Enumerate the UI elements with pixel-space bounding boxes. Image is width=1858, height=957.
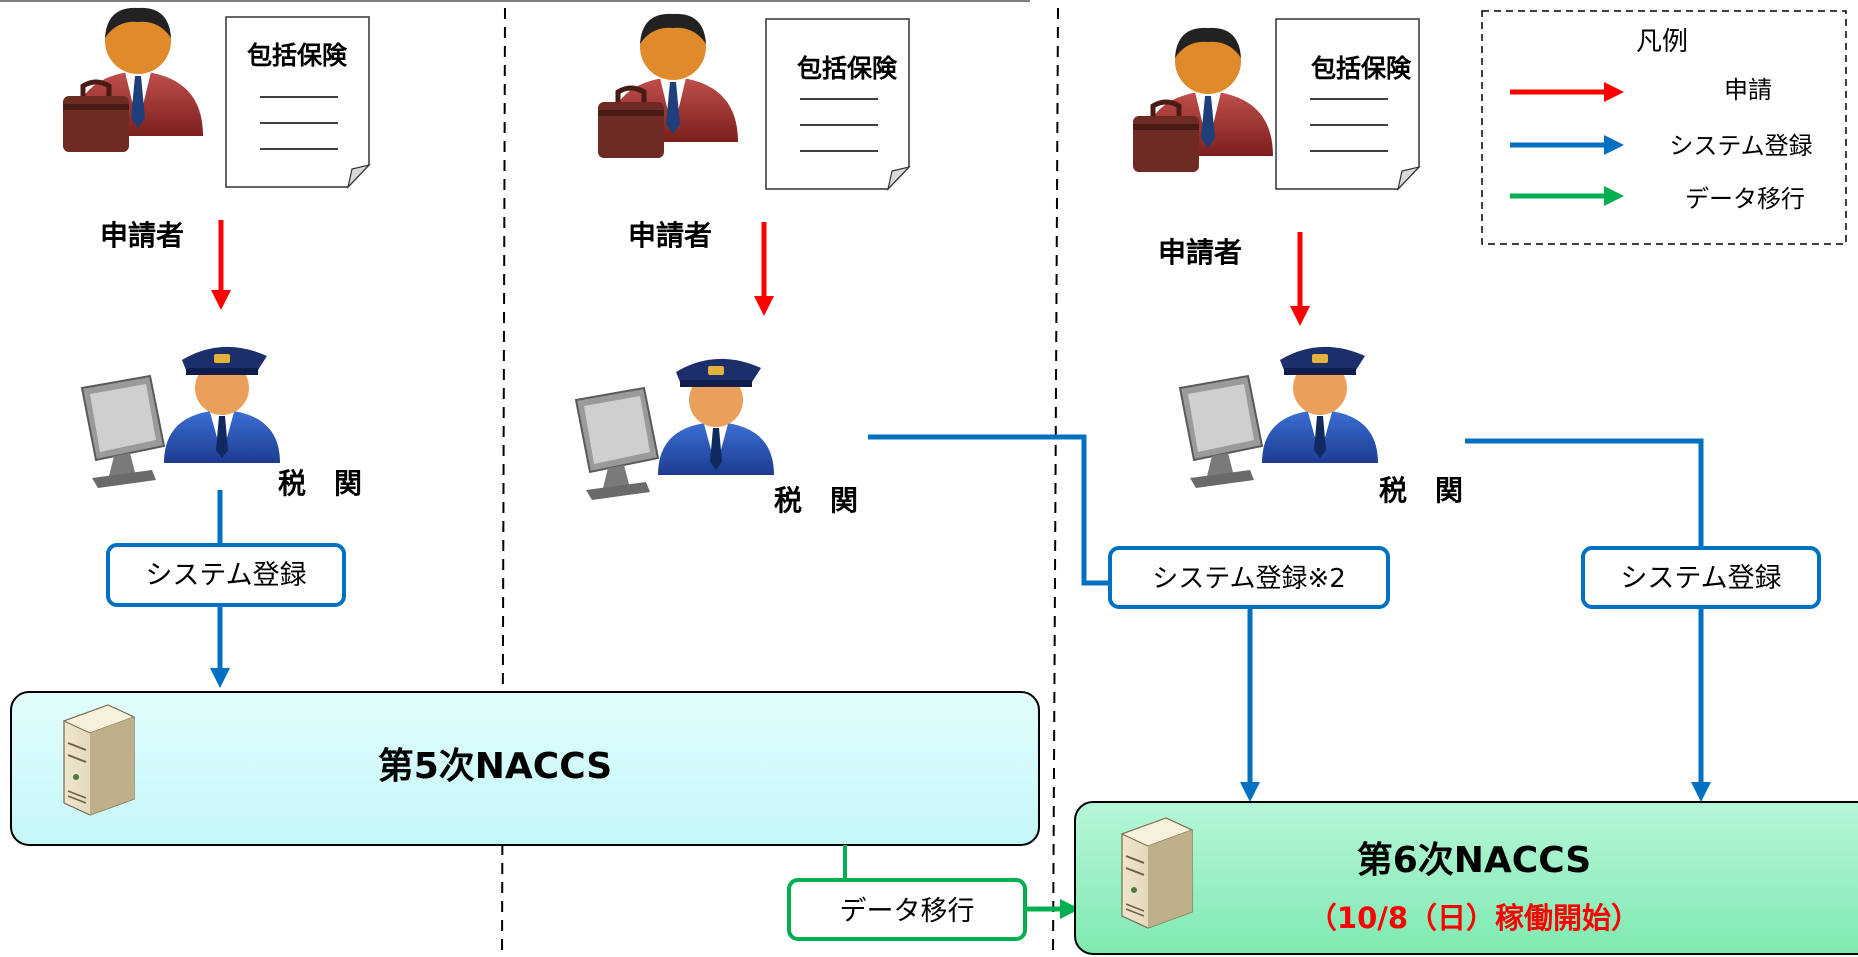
application-document-2: 包括保険 [765, 18, 910, 190]
applicant-icon [63, 8, 203, 152]
system-registration-box-1 [106, 543, 346, 607]
column-divider-right [1052, 7, 1059, 957]
customs-officer-icon-2 [575, 357, 775, 501]
data-migration-label: データ移行 [840, 896, 975, 927]
document-title-2: 包括保険 [797, 54, 898, 83]
column-divider-left [501, 7, 506, 957]
naccs5-box [10, 691, 1040, 846]
application-document-3: 包括保険 [1275, 18, 1420, 190]
naccs5-title: 第5次NACCS [378, 746, 612, 787]
server-icon-naccs6 [1121, 817, 1193, 929]
applicant-icon-3 [1133, 28, 1273, 172]
legend: 凡例 申請 システム登録 データ移行 [1481, 10, 1847, 245]
naccs6-box [1074, 801, 1858, 955]
document-title-1: 包括保険 [247, 41, 348, 70]
applicant-label-1: 申請者 [100, 219, 184, 252]
applicant-label-3: 申請者 [1158, 236, 1242, 269]
applicant-icon-2 [598, 14, 738, 158]
naccs6-title: 第6次NACCS [1357, 840, 1591, 881]
legend-title: 凡例 [1636, 27, 1688, 57]
legend-apply-label: 申請 [1724, 76, 1772, 104]
customs-label-2: 税 関 [774, 484, 858, 517]
legend-register-label: システム登録 [1669, 132, 1812, 160]
customs-label-3: 税 関 [1379, 474, 1463, 507]
system-registration-label-1: システム登録 [145, 560, 306, 591]
legend-box [1481, 10, 1847, 245]
system-registration-label-3: システム登録 [1620, 563, 1781, 594]
legend-migrate-label: データ移行 [1685, 185, 1805, 213]
naccs6-start-note: （10/8（日）稼働開始） [1308, 901, 1640, 935]
applicant-label-2: 申請者 [628, 219, 712, 252]
customs-officer-icon-3 [1179, 345, 1379, 489]
server-icon-naccs5 [63, 704, 135, 816]
customs-label-1: 税 関 [278, 467, 362, 500]
system-registration-label-2: システム登録※2 [1152, 564, 1346, 594]
application-document-1: 包括保険 [225, 16, 370, 188]
customs-officer-icon-1 [81, 345, 281, 489]
register-line-2 [868, 434, 1110, 586]
register-line-3 [1465, 438, 1704, 548]
document-title-3: 包括保険 [1311, 54, 1412, 83]
